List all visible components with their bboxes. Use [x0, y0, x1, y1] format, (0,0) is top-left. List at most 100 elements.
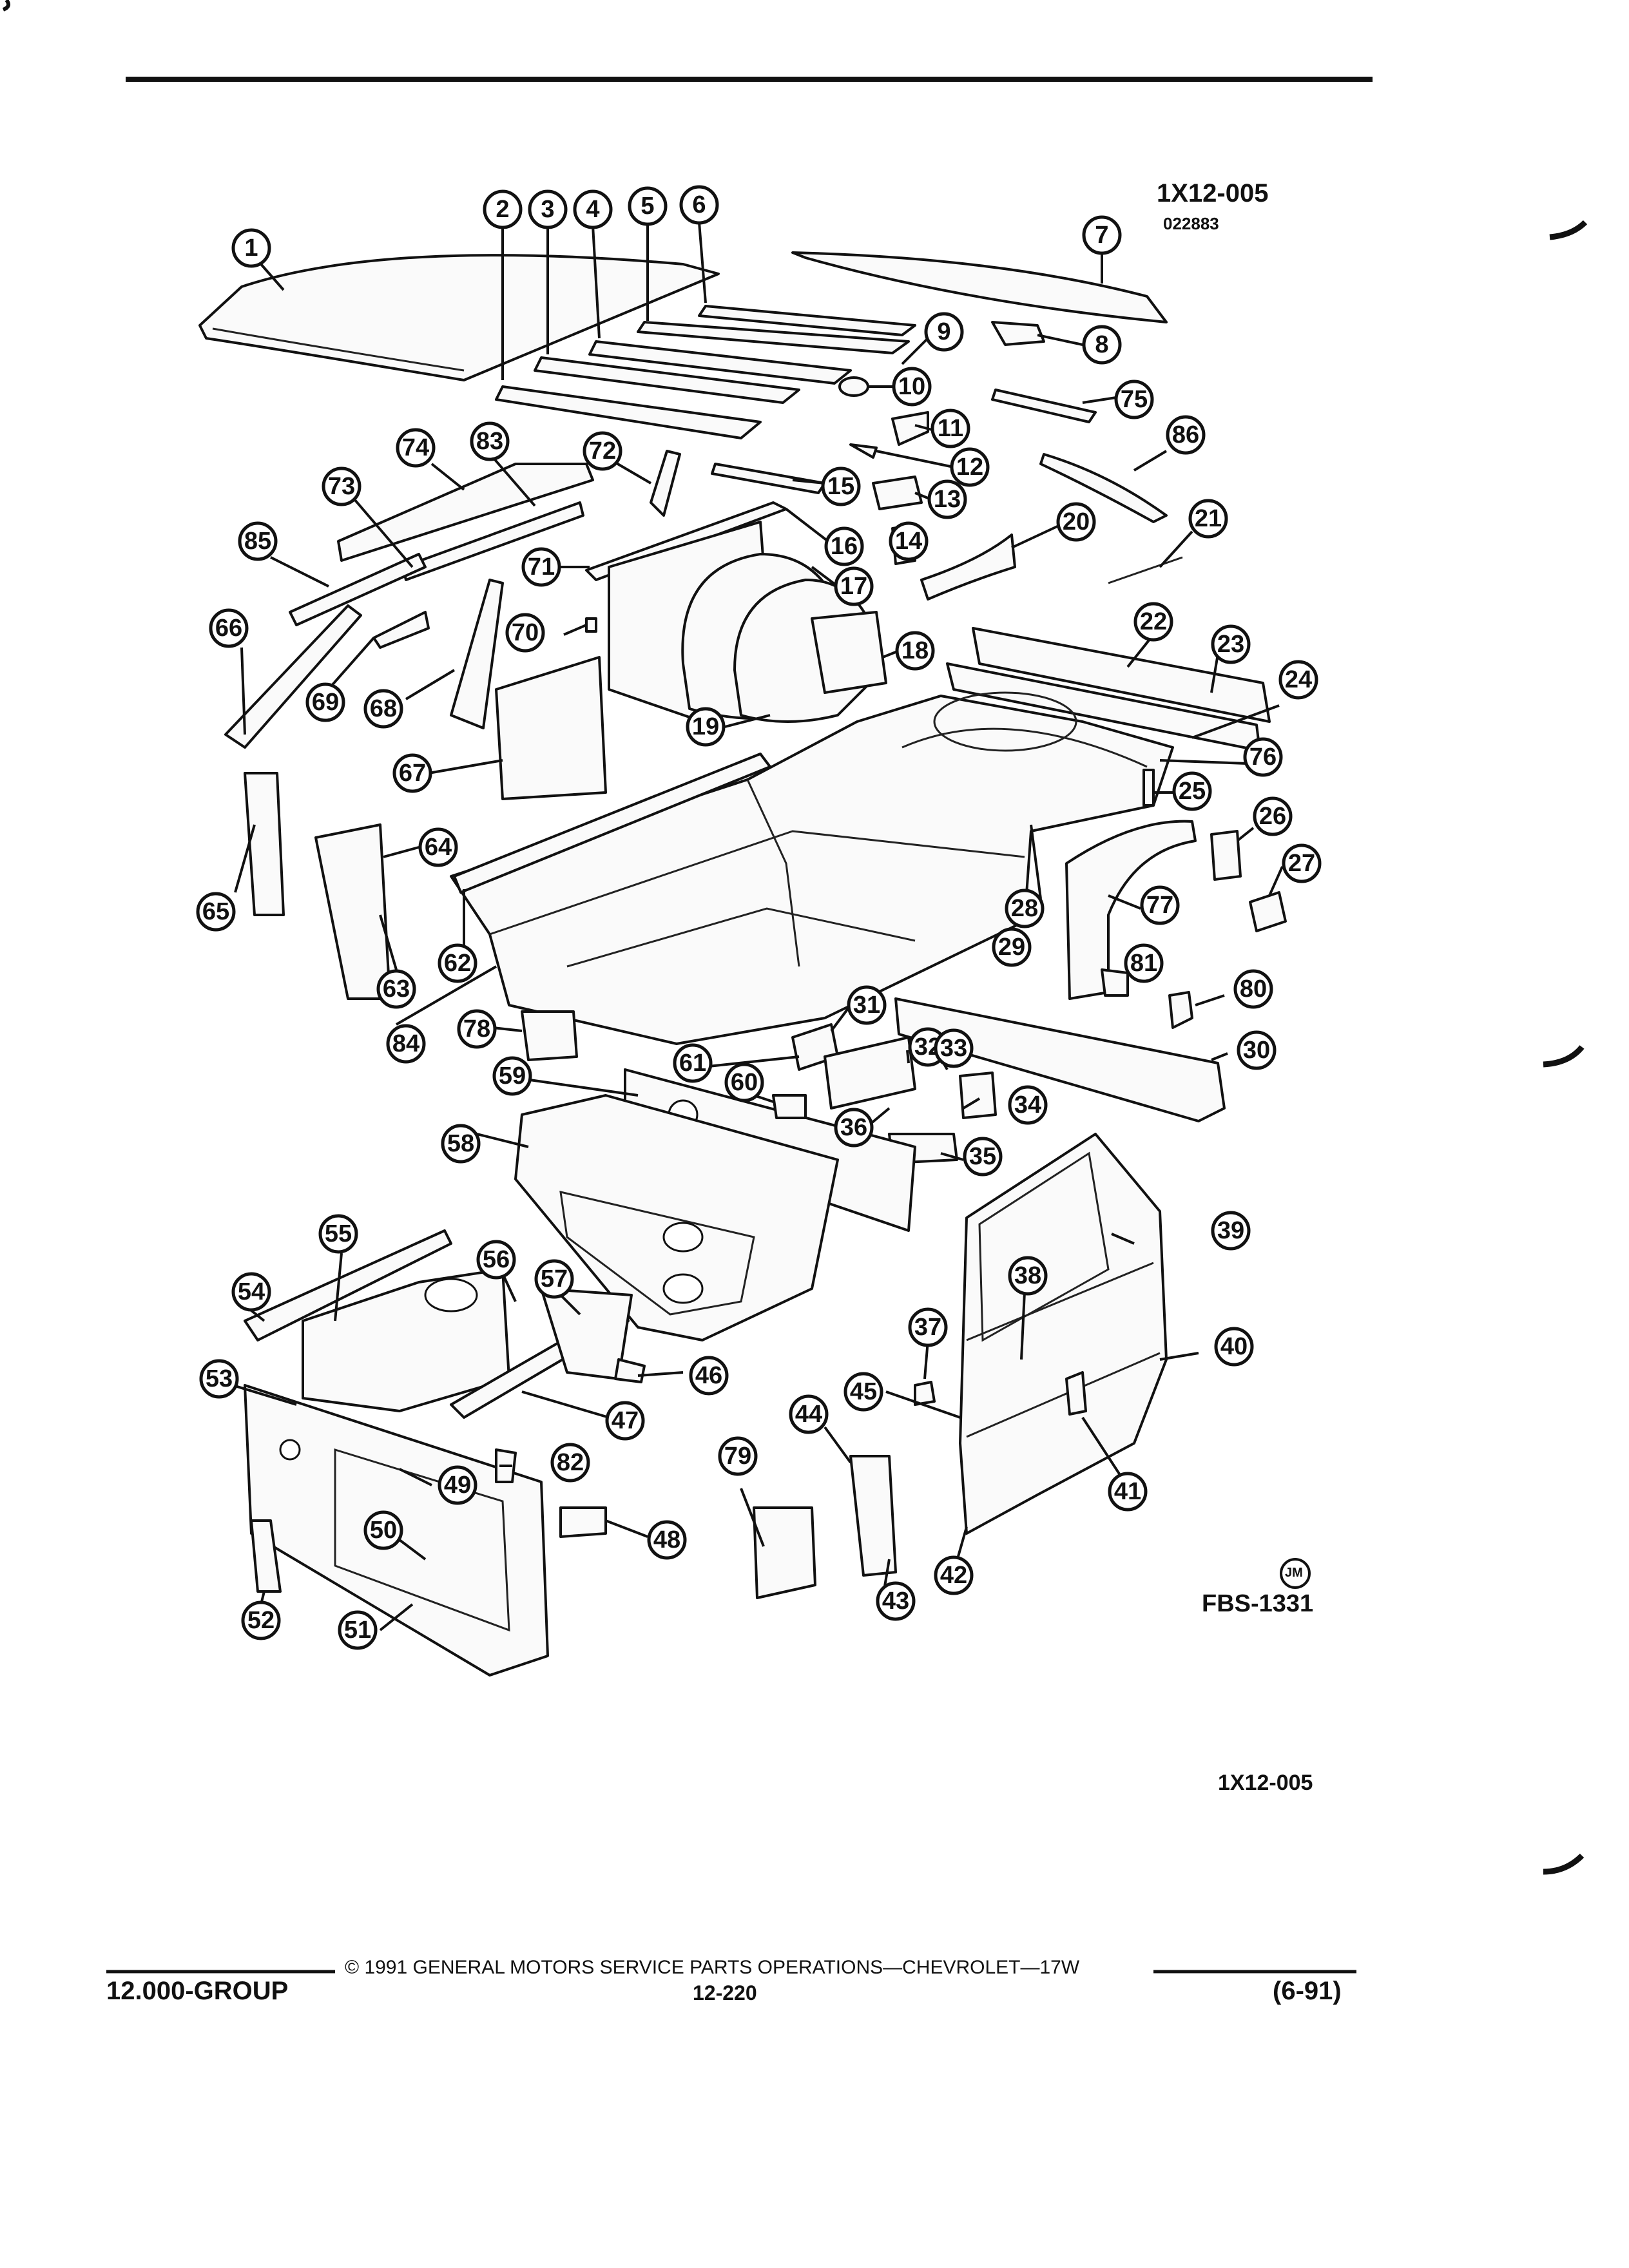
footer-date: (6-91)	[1273, 1977, 1342, 2005]
callout-circle	[438, 1465, 477, 1505]
callout-number: 64	[425, 834, 452, 861]
callout-circle	[1108, 1472, 1148, 1512]
callout-circle	[492, 1056, 532, 1096]
callout-number: 62	[444, 950, 471, 977]
callout-86: 86	[1166, 415, 1206, 455]
callout-number: 34	[1014, 1091, 1041, 1119]
callout-85: 85	[238, 521, 278, 561]
callout-circle	[457, 1009, 497, 1049]
callout-number: 46	[695, 1362, 722, 1389]
binder-mark-top	[1549, 220, 1588, 240]
callout-42: 42	[934, 1555, 974, 1595]
callout-circle	[418, 827, 458, 867]
callout-circle	[1243, 737, 1283, 777]
callout-75: 75	[1114, 380, 1154, 419]
callout-number: 58	[447, 1130, 474, 1157]
callout-circle	[908, 1307, 948, 1347]
callout-circle	[363, 689, 403, 729]
callout-number: 20	[1063, 508, 1090, 535]
callout-18: 18	[895, 631, 935, 671]
callout-4: 4	[573, 189, 613, 229]
callout-number: 50	[370, 1517, 397, 1544]
callout-62: 62	[438, 943, 477, 983]
callout-circle	[318, 1214, 358, 1254]
callout-61: 61	[673, 1043, 713, 1083]
callout-number: 9	[937, 318, 950, 345]
callout-number: 59	[499, 1062, 526, 1090]
callout-number: 61	[679, 1050, 706, 1077]
callout-circle	[238, 521, 278, 561]
callout-circle	[231, 228, 271, 268]
callout-circle	[647, 1520, 687, 1560]
callout-number: 28	[1011, 895, 1038, 922]
callout-circle	[392, 753, 432, 793]
callout-number: 48	[653, 1526, 680, 1553]
callout-84: 84	[386, 1024, 426, 1064]
callout-circle	[924, 312, 964, 352]
callout-number: 69	[312, 689, 339, 716]
callout-60: 60	[724, 1062, 764, 1102]
callout-8: 8	[1082, 325, 1122, 365]
callout-circle	[209, 608, 249, 648]
callout-circle	[1133, 602, 1173, 642]
footer-group: 12.000-GROUP	[106, 1977, 289, 2005]
callout-number: 54	[238, 1278, 265, 1305]
callout-number: 26	[1259, 803, 1286, 830]
binder-mark-bottom	[1543, 1853, 1585, 1875]
callout-circle	[834, 566, 874, 606]
callout-number: 36	[840, 1114, 867, 1141]
callout-circle	[483, 189, 523, 229]
callout-circle	[628, 186, 668, 226]
callout-number: 72	[589, 437, 616, 465]
callout-13: 13	[927, 479, 967, 519]
callout-number: 43	[882, 1588, 909, 1615]
callout-number: 82	[557, 1449, 584, 1476]
callout-circle	[505, 613, 545, 653]
callout-50: 50	[363, 1510, 403, 1550]
callout-circle	[1140, 885, 1180, 925]
callout-83: 83	[470, 421, 510, 461]
callout-number: 42	[940, 1562, 967, 1589]
callout-circle	[927, 479, 967, 519]
callout-79: 79	[718, 1436, 758, 1476]
callout-40: 40	[1214, 1327, 1254, 1367]
callout-74: 74	[396, 428, 436, 468]
callout-number: 60	[731, 1069, 758, 1096]
callout-53: 53	[199, 1359, 239, 1399]
callout-57: 57	[534, 1259, 574, 1299]
callout-number: 13	[934, 486, 961, 513]
callout-circle	[1056, 502, 1096, 542]
callout-circle	[231, 1272, 271, 1312]
callout-number: 15	[827, 473, 854, 500]
artist-mark-circle	[1280, 1558, 1311, 1589]
callout-7: 7	[1082, 215, 1122, 255]
callout-number: 49	[444, 1472, 471, 1499]
callout-19: 19	[686, 707, 726, 747]
callout-54: 54	[231, 1272, 271, 1312]
callout-circle	[930, 408, 970, 448]
callout-9: 9	[924, 312, 964, 352]
callout-14: 14	[889, 521, 929, 561]
callout-circle	[441, 1124, 481, 1164]
callout-circle	[992, 927, 1032, 967]
callout-circle	[724, 1062, 764, 1102]
diagram-code: 1X12-005	[1157, 179, 1269, 207]
callout-number: 40	[1220, 1333, 1248, 1360]
callout-number: 79	[724, 1443, 751, 1470]
callout-10: 10	[892, 367, 932, 407]
callout-circle	[889, 521, 929, 561]
callout-66: 66	[209, 608, 249, 648]
callout-circle	[241, 1600, 281, 1640]
callout-number: 19	[692, 713, 719, 740]
callout-circle	[199, 1359, 239, 1399]
callout-35: 35	[963, 1137, 1003, 1177]
callout-circle	[363, 1510, 403, 1550]
callout-15: 15	[821, 466, 861, 506]
callout-29: 29	[992, 927, 1032, 967]
callout-circle	[950, 447, 990, 487]
callout-number: 30	[1243, 1037, 1270, 1064]
callout-circle	[322, 466, 361, 506]
callout-circle	[1214, 1327, 1254, 1367]
